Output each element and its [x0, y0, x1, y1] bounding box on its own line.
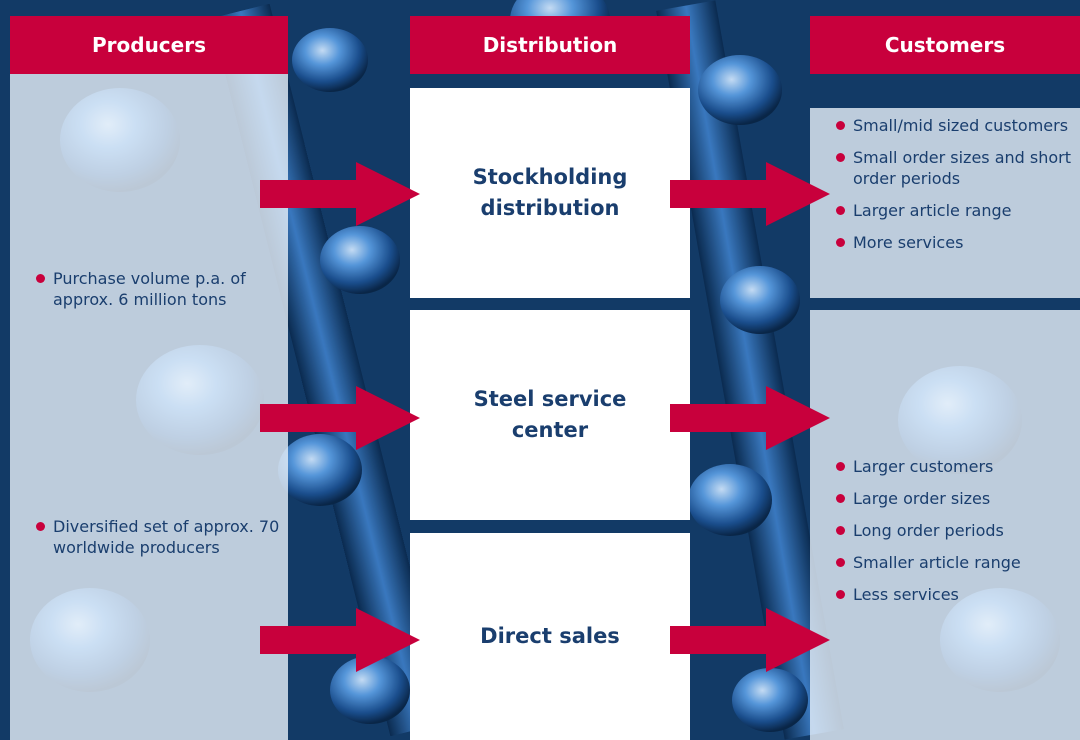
list-item: Long order periods	[836, 520, 1080, 541]
header-customers: Customers	[810, 16, 1080, 74]
header-distribution: Distribution	[410, 16, 690, 74]
box-service-center-label: Steel service center	[473, 387, 627, 442]
producers-bullets-top: Purchase volume p.a. of approx. 6 millio…	[36, 268, 288, 321]
arrow-stockholding-to-customers	[670, 162, 830, 226]
header-producers: Producers	[10, 16, 288, 74]
box-direct-sales: Direct sales	[410, 533, 690, 740]
producers-bullets-bottom: Diversified set of approx. 70 worldwide …	[36, 516, 288, 569]
list-item: Less services	[836, 584, 1080, 605]
box-stockholding-distribution: Stockholding distribution	[410, 88, 690, 298]
list-item: Diversified set of approx. 70 worldwide …	[36, 516, 288, 558]
arrow-producers-to-direct-sales	[260, 608, 420, 672]
list-item: Large order sizes	[836, 488, 1080, 509]
producers-panel	[10, 74, 288, 740]
arrow-direct-sales-to-customers	[670, 608, 830, 672]
arrow-service-center-to-customers	[670, 386, 830, 450]
arrow-producers-to-service-center	[260, 386, 420, 450]
customers-panel-top	[810, 108, 1080, 298]
arrow-producers-to-stockholding	[260, 162, 420, 226]
list-item: Small/mid sized customers	[836, 115, 1080, 136]
box-steel-service-center: Steel service center	[410, 310, 690, 520]
list-item: Small order sizes and short order period…	[836, 147, 1080, 189]
box-direct-sales-label: Direct sales	[480, 624, 620, 648]
customers-panel-bottom	[810, 310, 1080, 740]
list-item: Purchase volume p.a. of approx. 6 millio…	[36, 268, 288, 310]
list-item: More services	[836, 232, 1080, 253]
list-item: Smaller article range	[836, 552, 1080, 573]
list-item: Larger article range	[836, 200, 1080, 221]
box-stockholding-label: Stockholding distribution	[472, 165, 628, 220]
list-item: Larger customers	[836, 456, 1080, 477]
